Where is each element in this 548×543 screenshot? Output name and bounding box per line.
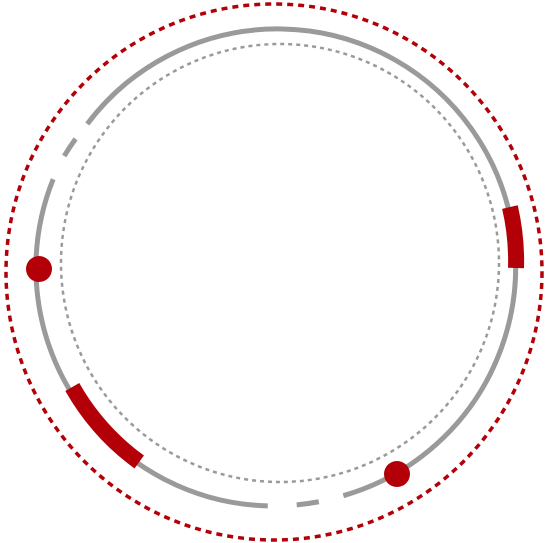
accent-arc-lower-left [65,382,145,469]
gray-ring-dash-upper-left [62,137,78,158]
gray-ring-lower-left-arc [33,178,268,509]
gray-ring-dash-bottom [296,499,320,508]
accent-arc-right [502,205,525,269]
gray-ring-main-arc [85,26,519,499]
marker-dot-left [26,256,52,282]
outer-dotted-ring [4,2,544,542]
inner-dotted-ring [59,42,501,484]
marker-dot-bottom-right [384,461,410,487]
